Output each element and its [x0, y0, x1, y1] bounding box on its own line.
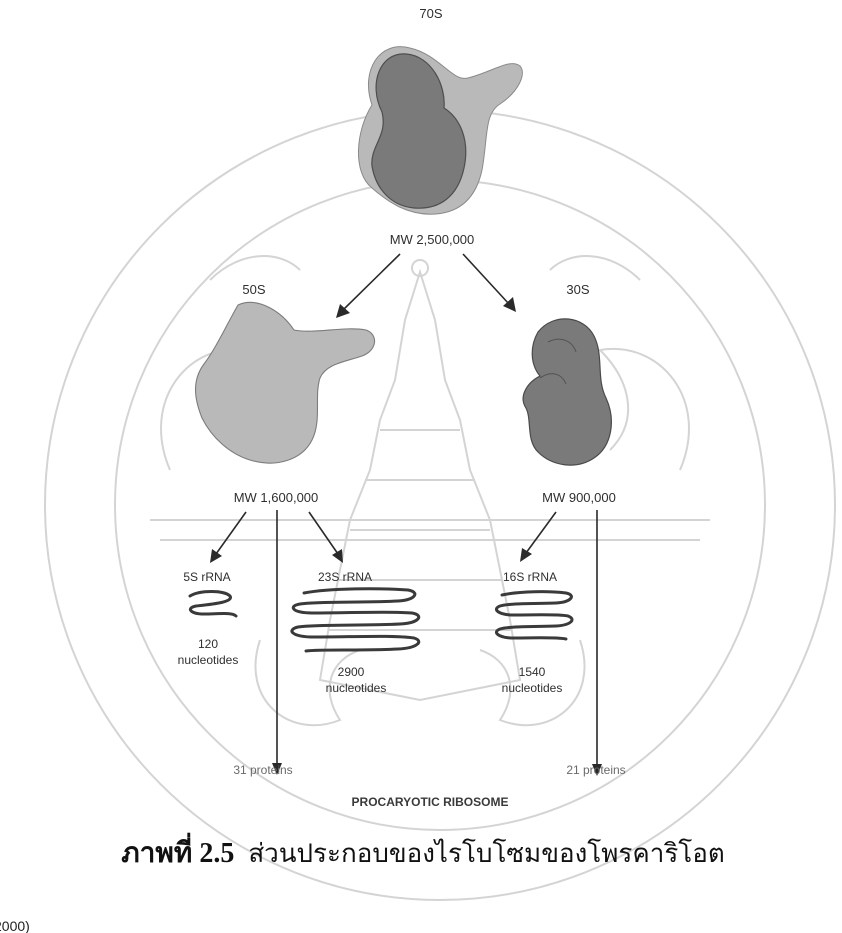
label-70s: 70S	[419, 6, 442, 21]
proteins-50s: 31 proteins	[233, 763, 292, 777]
count-16s: 1540	[519, 665, 546, 679]
unit-5s: nucleotides	[178, 653, 239, 667]
subunit-30s: 30S MW 900,000	[523, 282, 616, 505]
figure-caption-text: ส่วนประกอบของไรโบโซมของโพรคาริโอต	[248, 838, 724, 869]
subunit-50s: 50S MW 1,600,000	[196, 282, 375, 505]
label-16s-rrna: 16S rRNA	[503, 570, 557, 584]
count-23s: 2900	[338, 665, 365, 679]
figure-caption: ภาพที่ 2.5 ส่วนประกอบของไรโบโซมของโพรคาร…	[121, 832, 725, 869]
subunit-50s-shape	[196, 302, 375, 463]
figure-number: ภาพที่ 2.5	[121, 832, 234, 869]
label-23s-rrna: 23S rRNA	[318, 570, 372, 584]
rrna-16s-strand	[496, 592, 572, 639]
label-70s-mw: MW 2,500,000	[390, 232, 475, 247]
label-50s-mw: MW 1,600,000	[234, 490, 319, 505]
label-30s-mw: MW 900,000	[542, 490, 616, 505]
rrna-23s-strand	[292, 589, 419, 651]
count-5s: 120	[198, 637, 218, 651]
rrna-23s: 23S rRNA 2900 nucleotides	[292, 570, 419, 695]
cut-off-text: 2000)	[0, 918, 30, 933]
label-5s-rrna: 5S rRNA	[183, 570, 230, 584]
arrows-30s	[520, 510, 602, 776]
unit-23s: nucleotides	[326, 681, 387, 695]
rrna-5s-strand	[190, 592, 236, 617]
watermark-seal	[45, 110, 835, 900]
proteins-30s: 21 proteins	[566, 763, 625, 777]
arrows-50s	[210, 510, 343, 775]
label-50s: 50S	[242, 282, 265, 297]
unit-16s: nucleotides	[502, 681, 563, 695]
rrna-5s: 5S rRNA 120 nucleotides	[178, 570, 239, 667]
ribosome-70s: 70S MW 2,500,000	[358, 6, 522, 247]
diagram-footer-title: PROCARYOTIC RIBOSOME	[352, 795, 509, 809]
label-30s: 30S	[566, 282, 589, 297]
